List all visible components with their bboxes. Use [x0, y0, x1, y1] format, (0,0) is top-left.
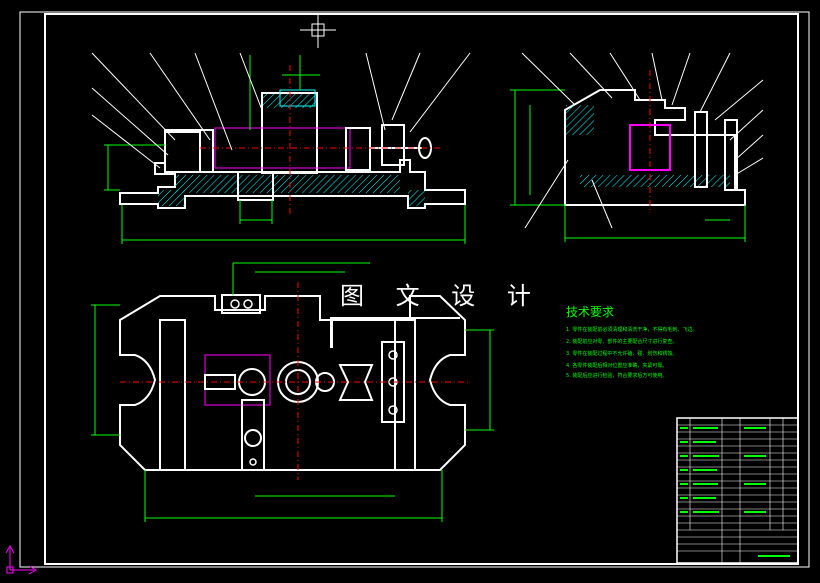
tech-note-3: 3. 零件在装配过程中不允许磕、碰、划伤和锈蚀。	[566, 351, 678, 357]
overlay-title: 图 文 设 计	[340, 282, 543, 310]
title-block-rows	[677, 424, 798, 552]
overlay-mask	[330, 318, 333, 348]
front-view-nut	[381, 124, 405, 166]
title-block	[676, 417, 799, 564]
side-view-screw	[694, 111, 708, 188]
front-view	[91, 52, 471, 244]
top-view-lower-arm	[241, 399, 265, 471]
side-view-hatch-base	[580, 175, 730, 187]
top-view-base-outline	[119, 295, 466, 471]
title-block-columns	[689, 418, 784, 563]
top-view-bracket-hole-a	[230, 299, 240, 309]
front-view-left-block	[164, 129, 214, 173]
front-view-foot-hatch	[408, 190, 425, 206]
tech-note-4: 4. 各零件装配后相对位置应准确，夹紧可靠。	[566, 363, 668, 369]
top-view-dimensions	[91, 262, 494, 522]
top-view-lower-hole	[244, 429, 262, 447]
inner-frame	[44, 13, 799, 565]
side-view	[510, 52, 764, 242]
center-mark-icon	[300, 14, 336, 48]
front-view-shaft	[237, 171, 274, 201]
side-view-nut	[724, 119, 738, 191]
top-view-clamp-hole-c	[388, 405, 398, 415]
tech-note-5: 5. 装配后应进行检验，符合要求后方可使用。	[566, 373, 668, 379]
front-view-base-hatch	[175, 175, 400, 193]
front-view-cap	[279, 89, 316, 107]
top-view-bracket-hole-b	[243, 299, 253, 309]
side-view-body	[564, 89, 746, 206]
top-view-bracket	[221, 294, 261, 314]
side-view-dimensions	[510, 89, 746, 242]
front-view-leaders	[91, 52, 471, 169]
tech-note-1: 1. 零件在装配前必须清理和清洗干净，不得有毛刺、飞边。	[566, 327, 698, 333]
ucs-axis-icon	[5, 544, 38, 575]
tech-requirements-title: 技术要求	[566, 305, 615, 319]
side-view-leaders	[521, 52, 764, 229]
top-view	[91, 262, 494, 522]
top-view-magenta-part	[204, 354, 271, 406]
front-view-left-foot-hatch	[158, 190, 185, 206]
top-view-right-block	[394, 319, 416, 471]
top-view-clamp-hole-a	[388, 350, 398, 360]
title-block-text-marks	[680, 427, 790, 557]
side-view-hatch-left	[566, 105, 594, 135]
top-view-v-block	[338, 364, 374, 401]
top-view-pin	[204, 374, 236, 390]
title-block-frame	[676, 417, 799, 564]
top-view-left-block	[159, 319, 186, 471]
outer-frame	[19, 11, 810, 568]
tech-note-2: 2. 装配前应对零、部件的主要配合尺寸进行复查。	[566, 339, 678, 345]
front-view-dimensions	[104, 55, 466, 244]
top-view-lower-hole-small	[249, 458, 257, 466]
